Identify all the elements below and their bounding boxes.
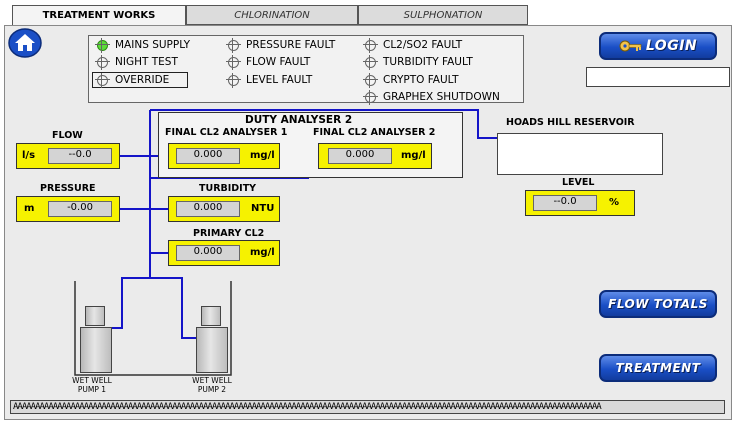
- status-override[interactable]: OVERRIDE: [95, 72, 169, 88]
- status-mains-supply: MAINS SUPPLY: [95, 37, 190, 53]
- status-flow-fault: FLOW FAULT: [226, 54, 310, 70]
- final-cl2-analyser-1-unit: mg/l: [250, 150, 275, 161]
- duty-analyser-title: DUTY ANALYSER 2: [245, 114, 353, 126]
- flow-unit: l/s: [22, 150, 36, 161]
- pressure-value: -0.00: [48, 201, 112, 217]
- final-cl2-analyser-1-label: FINAL CL2 ANALYSER 1: [165, 127, 288, 138]
- pump-2-label-line1: WET WELL: [192, 376, 232, 385]
- status-night-test: NIGHT TEST: [95, 54, 178, 70]
- pump-1-label-line1: WET WELL: [72, 376, 112, 385]
- status-lamp-icon: [226, 72, 241, 88]
- home-button[interactable]: [8, 28, 42, 58]
- status-lamp-icon: [363, 89, 378, 105]
- final-cl2-analyser-2-unit: mg/l: [401, 150, 426, 161]
- turbidity-unit: NTU: [251, 203, 275, 214]
- flow-totals-button[interactable]: FLOW TOTALS: [599, 290, 717, 318]
- status-cl2-so2-fault: CL2/SO2 FAULT: [363, 37, 462, 53]
- status-lamp-icon: [95, 54, 110, 70]
- tab-sulphonation[interactable]: SULPHONATION: [358, 5, 528, 25]
- pump-1-label: WET WELL PUMP 1: [62, 376, 122, 394]
- key-icon: [619, 40, 642, 52]
- status-level-fault: LEVEL FAULT: [226, 72, 312, 88]
- status-lamp-icon: [363, 54, 378, 70]
- treatment-button[interactable]: TREATMENT: [599, 354, 717, 382]
- reservoir-label: HOADS HILL RESERVOIR: [506, 117, 635, 128]
- pump-2-label-line2: PUMP 2: [197, 385, 227, 394]
- pump-1-motor: [85, 306, 105, 326]
- pump-2-label: WET WELL PUMP 2: [182, 376, 242, 394]
- final-cl2-analyser-2-value: 0.000: [328, 148, 392, 164]
- status-lamp-icon: [226, 54, 241, 70]
- pump-1-label-line2: PUMP 1: [77, 385, 107, 394]
- status-lamp-icon: [226, 37, 241, 53]
- status-lamp-icon: [363, 72, 378, 88]
- turbidity-value: 0.000: [176, 201, 240, 217]
- flow-value: --0.0: [48, 148, 112, 164]
- status-pressure-fault: PRESSURE FAULT: [226, 37, 335, 53]
- level-unit: %: [609, 197, 620, 208]
- login-button[interactable]: LOGIN: [599, 32, 717, 60]
- status-turbidity-fault: TURBIDITY FAULT: [363, 54, 473, 70]
- pump-2-body[interactable]: [196, 327, 228, 373]
- flow-label: FLOW: [52, 130, 83, 141]
- pressure-unit: m: [24, 203, 35, 214]
- final-cl2-analyser-2-label: FINAL CL2 ANALYSER 2: [313, 127, 436, 138]
- pump-2-motor: [201, 306, 221, 326]
- turbidity-label: TURBIDITY: [199, 183, 257, 194]
- level-label: LEVEL: [562, 177, 595, 188]
- level-value: --0.0: [533, 195, 597, 211]
- tab-chlorination[interactable]: CHLORINATION: [186, 5, 358, 25]
- primary-cl2-unit: mg/l: [250, 247, 275, 258]
- pump-1-body[interactable]: [80, 327, 112, 373]
- pressure-label: PRESSURE: [40, 183, 96, 194]
- status-lamp-on-icon: [95, 37, 110, 53]
- login-username-field[interactable]: [586, 67, 730, 87]
- status-lamp-icon: [95, 72, 110, 88]
- home-icon: [8, 28, 42, 58]
- tab-treatment-works[interactable]: TREATMENT WORKS: [12, 5, 186, 27]
- alarm-banner: AAAAAAAAAAAAAAAAAAAAAAAAAAAAAAAAAAAAAAAA…: [10, 400, 725, 414]
- reservoir-tank: [497, 133, 663, 175]
- status-crypto-fault: CRYPTO FAULT: [363, 72, 458, 88]
- final-cl2-analyser-1-value: 0.000: [176, 148, 240, 164]
- primary-cl2-value: 0.000: [176, 245, 240, 261]
- status-graphex-shutdown: GRAPHEX SHUTDOWN: [363, 89, 500, 105]
- status-panel: [88, 35, 524, 103]
- primary-cl2-label: PRIMARY CL2: [193, 228, 265, 239]
- status-lamp-icon: [363, 37, 378, 53]
- override-frame[interactable]: [92, 72, 188, 88]
